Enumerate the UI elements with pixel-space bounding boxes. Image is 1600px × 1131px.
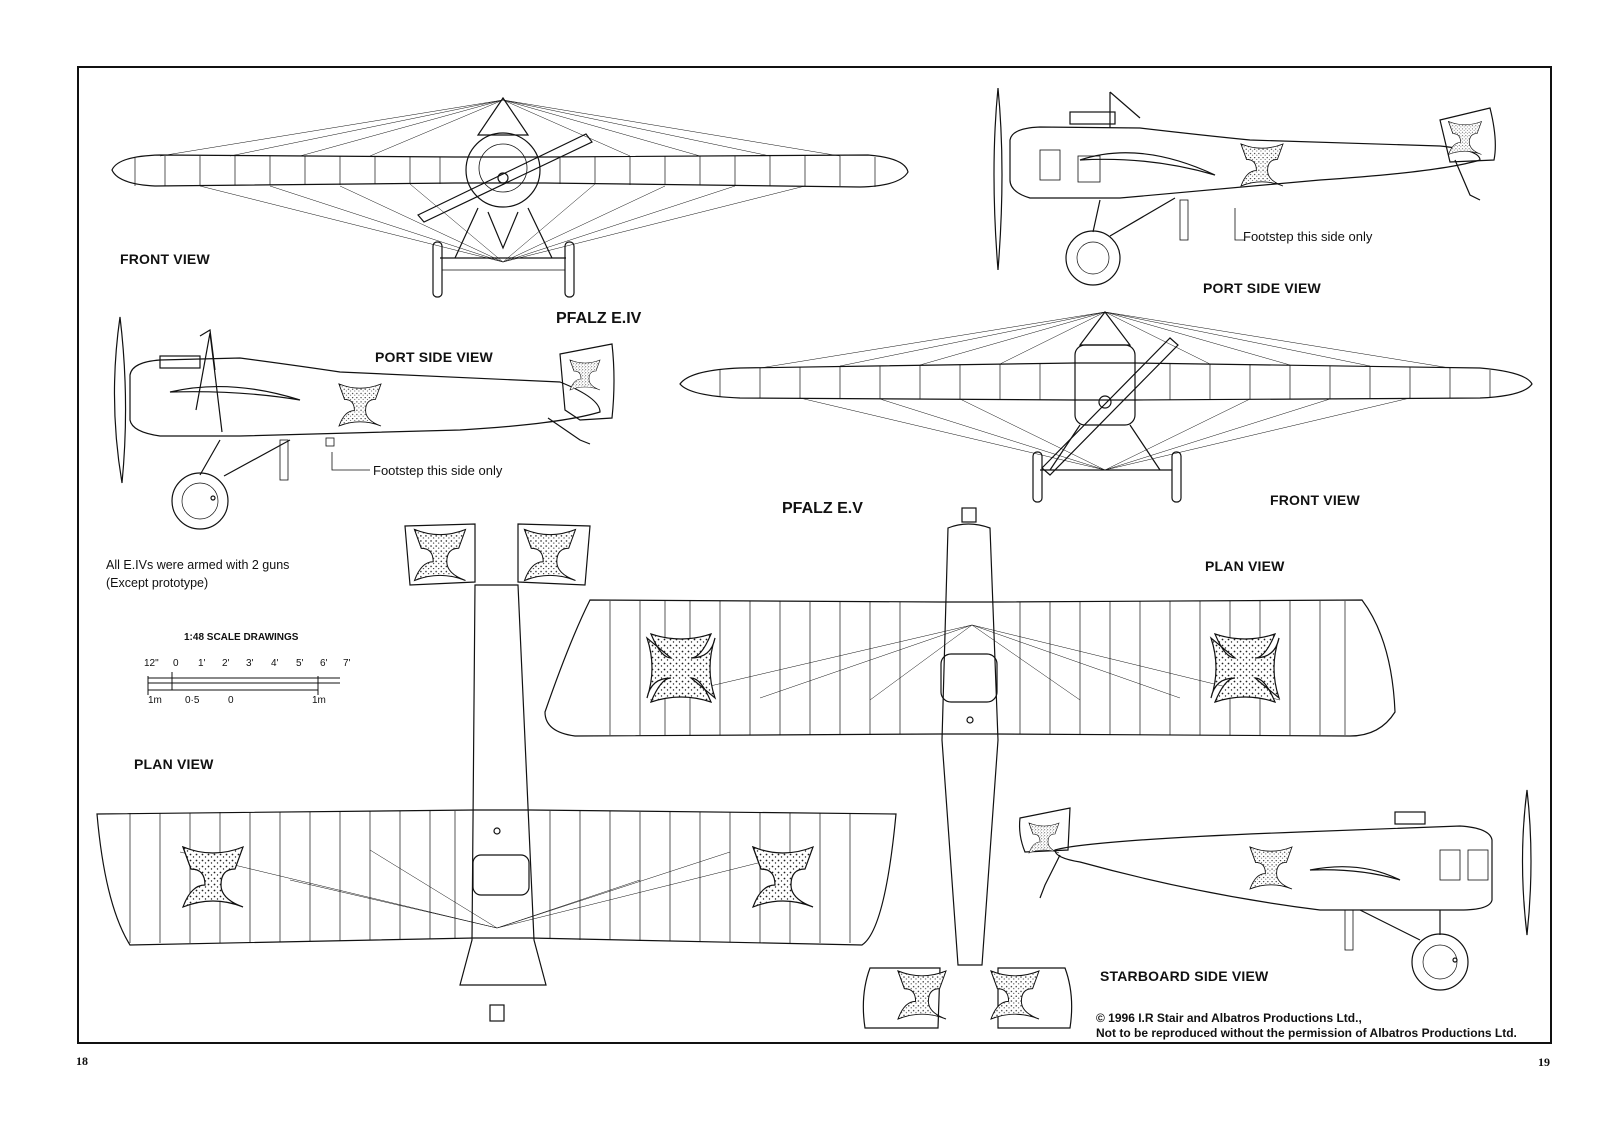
e5-front-view-label: FRONT VIEW — [1270, 492, 1360, 508]
e5-port-side-view — [993, 87, 1496, 286]
copyright-notice: © 1996 I.R Stair and Albatros Production… — [1096, 1011, 1517, 1041]
scale-tick-ft: 0 — [173, 658, 179, 669]
armament-note-line-2: (Except prototype) — [106, 576, 209, 590]
drawing-frame — [77, 66, 1552, 1044]
scale-tick-ft: 4' — [271, 658, 279, 669]
scale-tick-ft: 3' — [246, 658, 254, 669]
scale-tick-ft: 1' — [198, 658, 206, 669]
e5-plan-view — [544, 507, 1396, 1029]
e5-title: PFALZ E.V — [782, 500, 863, 517]
e5-starboard-side-view — [1018, 789, 1532, 991]
e5-plan-view-label: PLAN VIEW — [1205, 558, 1285, 574]
e4-footstep-note: Footstep this side only — [373, 463, 503, 478]
scale-title: 1:48 SCALE DRAWINGS — [184, 632, 299, 643]
e4-armament-note: All E.IVs were armed with 2 guns (Except… — [106, 556, 289, 592]
e4-front-view — [111, 96, 909, 298]
scale-tick-ft: 5' — [296, 658, 304, 669]
scale-tick-m: 0·5 — [185, 695, 200, 706]
scale-tick-m: 1m — [148, 695, 162, 706]
e4-port-side-view-label: PORT SIDE VIEW — [375, 349, 493, 365]
copyright-line-1: © 1996 I.R Stair and Albatros Production… — [1096, 1011, 1362, 1025]
scale-tick-m: 1m — [312, 695, 326, 706]
e4-plan-view — [96, 523, 897, 1022]
scale-tick-ft: 7' — [343, 658, 351, 669]
e4-port-side-view — [113, 316, 615, 530]
scale-tick-ft: 6' — [320, 658, 328, 669]
e4-plan-view-label: PLAN VIEW — [134, 756, 214, 772]
copyright-line-2: Not to be reproduced without the permiss… — [1096, 1026, 1517, 1040]
page-number-right: 19 — [1538, 1055, 1550, 1069]
e5-front-view — [679, 311, 1533, 503]
page-number-left: 18 — [76, 1054, 88, 1068]
scale-tick-ft: 12" — [144, 658, 159, 669]
scale-bar — [147, 672, 340, 695]
scale-tick-ft: 2' — [222, 658, 230, 669]
e4-front-view-label: FRONT VIEW — [120, 251, 210, 267]
e5-starboard-side-view-label: STARBOARD SIDE VIEW — [1100, 968, 1269, 984]
e5-footstep-note: Footstep this side only — [1243, 229, 1373, 244]
armament-note-line-1: All E.IVs were armed with 2 guns — [106, 558, 290, 572]
e5-port-side-view-label: PORT SIDE VIEW — [1203, 280, 1321, 296]
e4-title: PFALZ E.IV — [556, 310, 642, 327]
propeller-icon — [417, 133, 593, 223]
scale-tick-m: 0 — [228, 695, 234, 706]
